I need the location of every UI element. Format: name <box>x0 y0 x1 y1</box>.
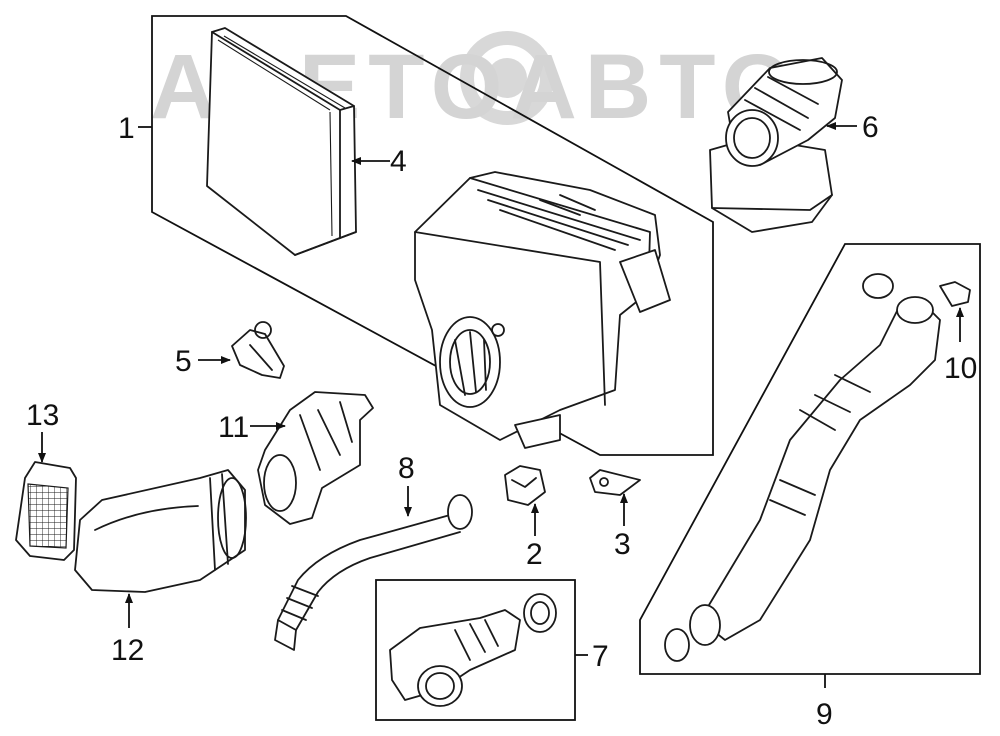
air-cleaner-housing <box>414 171 671 449</box>
callout-13: 13 <box>26 399 59 432</box>
callout-3: 3 <box>614 528 631 561</box>
clip-part-2 <box>504 465 546 506</box>
callout-2: 2 <box>526 538 543 571</box>
callout-7: 7 <box>592 640 609 673</box>
intake-hose-part-9 <box>664 273 971 662</box>
callout-9: 9 <box>816 698 833 731</box>
callout-4: 4 <box>390 145 407 178</box>
bracket-part-3 <box>589 469 641 496</box>
callouts: 1 4 6 5 10 11 13 8 2 3 12 7 9 <box>26 111 977 731</box>
callout-8: 8 <box>398 452 415 485</box>
sensor-part-5 <box>231 321 285 379</box>
assembly-1-outline <box>151 15 714 456</box>
callout-11: 11 <box>218 411 249 444</box>
gear-logo-icon <box>460 31 554 125</box>
duct-part-12 <box>74 469 247 593</box>
callout-5: 5 <box>175 345 192 378</box>
callout-6: 6 <box>862 111 879 144</box>
duct-part-11 <box>257 391 374 525</box>
leader-lines <box>38 122 964 688</box>
assembly-7-outline <box>375 579 576 721</box>
callout-10: 10 <box>944 352 977 385</box>
assembly-9-outline <box>639 243 981 675</box>
air-inlet-duct <box>709 57 843 233</box>
callout-12: 12 <box>111 634 144 667</box>
tube-part-8 <box>274 494 473 651</box>
hose-assembly-part-7 <box>389 593 557 707</box>
air-filter-element <box>206 27 357 256</box>
mesh-screen-part-13 <box>15 461 77 561</box>
callout-1: 1 <box>118 112 135 145</box>
